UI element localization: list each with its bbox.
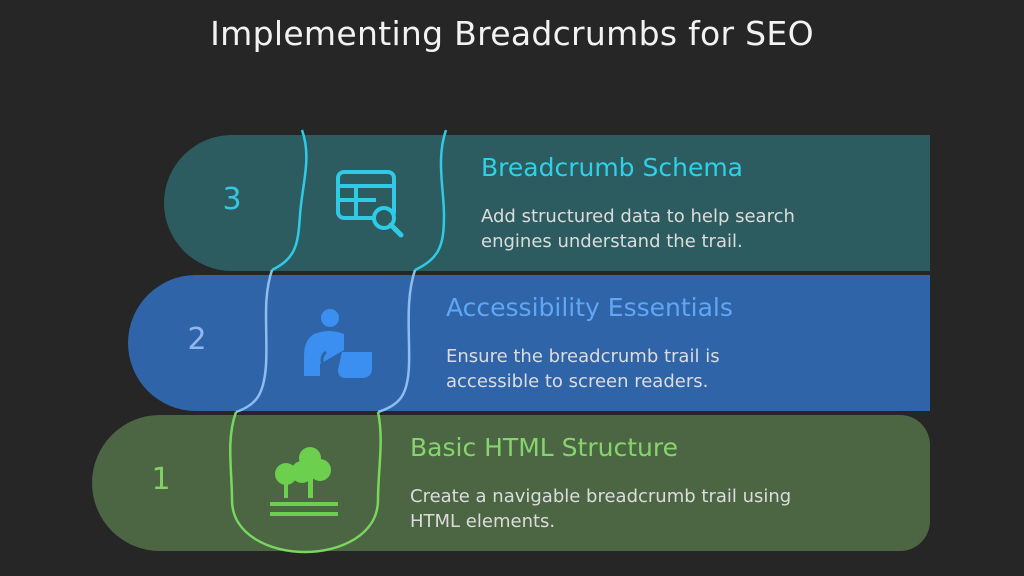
step-1-description: Create a navigable breadcrumb trail usin… [410, 484, 791, 534]
step-1-description-line2: HTML elements. [410, 511, 556, 532]
step-2-description-line2: accessible to screen readers. [446, 371, 709, 392]
accessibility-person-icon [304, 309, 372, 378]
step-2-description-line1: Ensure the breadcrumb trail is [446, 346, 720, 367]
step-1-number: 1 [151, 462, 171, 497]
step-2-heading: Accessibility Essentials [446, 293, 733, 322]
step-1-outline [229, 411, 382, 554]
step-2-description: Ensure the breadcrumb trail is accessibl… [446, 344, 720, 394]
table-search-icon [336, 170, 404, 238]
step-3-band [164, 135, 930, 271]
trees-landscape-icon [270, 447, 338, 516]
step-2-number: 2 [187, 322, 207, 357]
page-title: Implementing Breadcrumbs for SEO [210, 14, 814, 53]
step-2-outline [235, 269, 417, 414]
step-3-heading: Breadcrumb Schema [481, 153, 743, 182]
step-1-heading: Basic HTML Structure [410, 433, 678, 462]
step-1-description-line1: Create a navigable breadcrumb trail usin… [410, 486, 792, 507]
step-3-number: 3 [222, 182, 242, 217]
step-3-description: Add structured data to help search engin… [481, 204, 795, 254]
step-3-description-line2: engines understand the trail. [481, 231, 743, 252]
step-3-description-line1: Add structured data to help search [481, 206, 795, 227]
step-3-outline [271, 129, 448, 272]
